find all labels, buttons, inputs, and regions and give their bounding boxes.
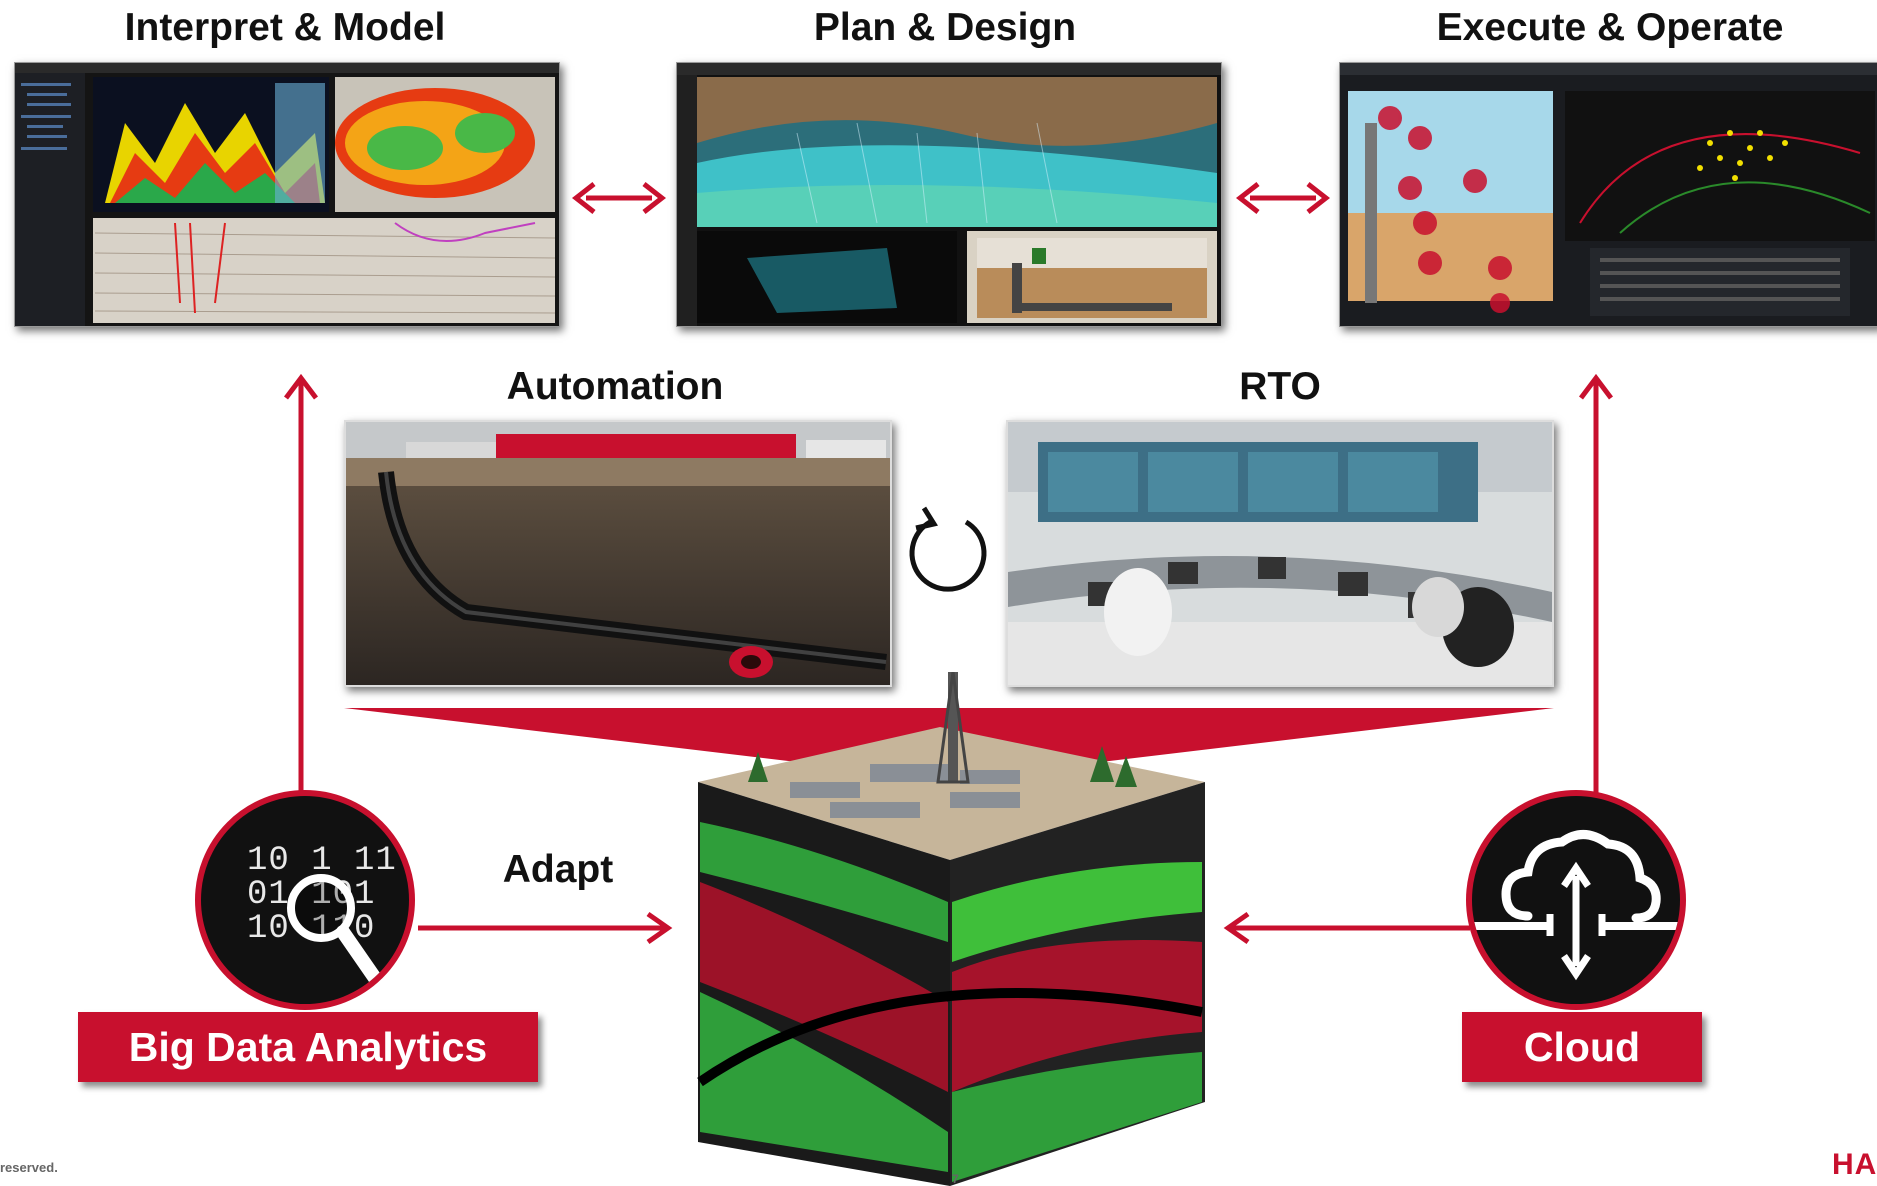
cloud-icon (1472, 830, 1680, 981)
heading-adapt: Adapt (502, 848, 614, 891)
heading-automation: Automation (506, 365, 724, 408)
plan-design-screenshot (676, 62, 1222, 327)
reservoir-cube-image (697, 672, 1205, 1186)
big-data-circle: 10 1 11 01 101 10 110 (195, 790, 415, 1010)
arrow-into-cube-right (1223, 911, 1470, 945)
cloud-label: Cloud (1462, 1012, 1702, 1082)
automation-photo (344, 420, 892, 687)
heading-interpret-model: Interpret & Model (124, 6, 446, 49)
cloud-circle (1466, 790, 1686, 1010)
heading-execute-operate: Execute & Operate (1436, 6, 1784, 49)
double-arrow-right (1236, 182, 1330, 214)
copyright-footer: reserved. (0, 1160, 58, 1175)
left-vertical-arrow (284, 373, 318, 800)
cycle-icon (909, 506, 987, 592)
right-vertical-arrow (1579, 373, 1613, 800)
page-number: 7 (952, 1172, 959, 1186)
arrow-into-cube-left (418, 911, 673, 945)
heading-plan-design: Plan & Design (813, 6, 1077, 49)
brand-logo-text: HA (1832, 1148, 1877, 1181)
magnifier-icon (287, 874, 386, 991)
execute-operate-screenshot (1339, 62, 1877, 327)
double-arrow-left (572, 182, 666, 214)
interpret-model-screenshot (14, 62, 560, 327)
rto-photo (1006, 420, 1554, 687)
heading-rto: RTO (1239, 365, 1321, 408)
big-data-analytics-label: Big Data Analytics (78, 1012, 538, 1082)
